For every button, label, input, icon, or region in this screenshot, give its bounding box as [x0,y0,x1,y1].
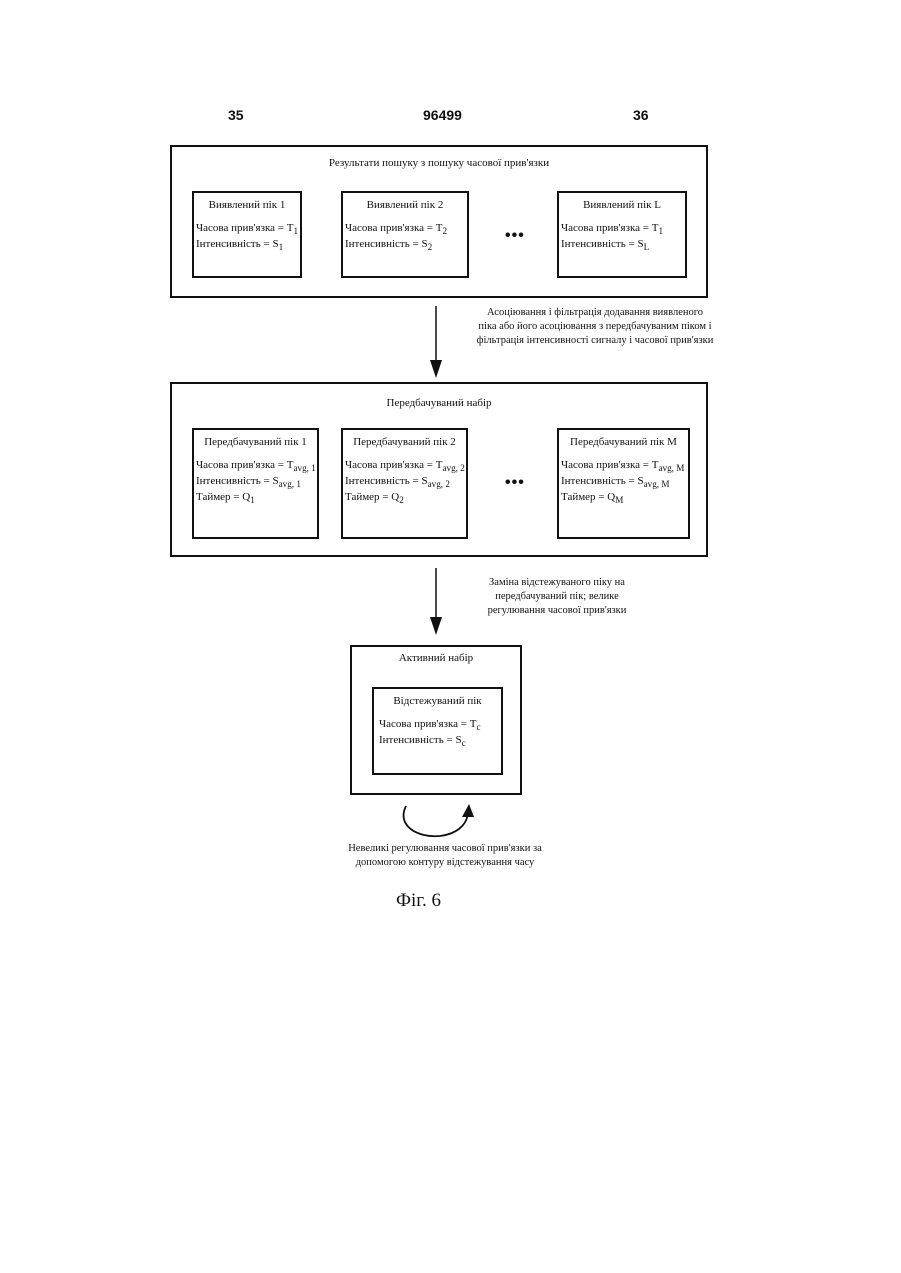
arrow-search-to-predicted [430,306,442,378]
time-tracking-loop-caption: Невеликі регулювання часової прив'язки з… [320,842,570,870]
arrow-predicted-to-active [430,568,442,635]
figure-label: Фіг. 6 [396,890,441,912]
loop-arrow [404,804,474,836]
